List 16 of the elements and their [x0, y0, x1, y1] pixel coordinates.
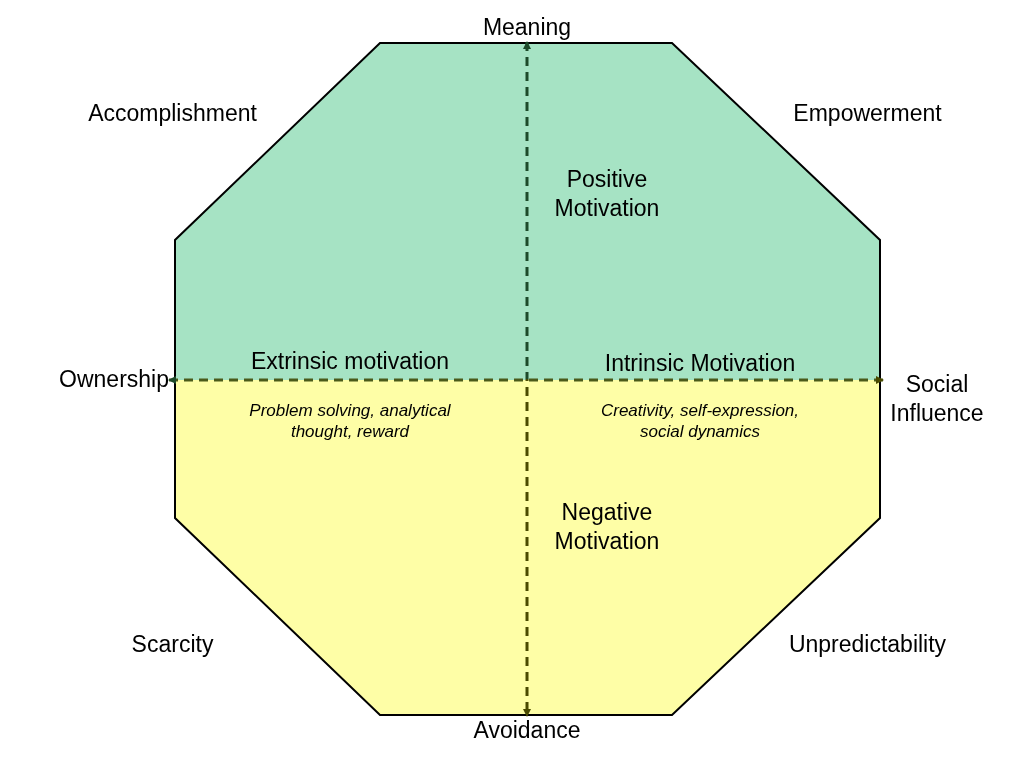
core-drive-label: Empowerment — [792, 99, 943, 128]
core-drive-label: Ownership — [8, 365, 169, 394]
section-label: Positive Motivation — [553, 165, 661, 223]
description-text: Creativity, self-expression, social dynamics — [599, 400, 801, 443]
dashed-arrow — [523, 41, 531, 717]
core-drive-label: Avoidance — [412, 716, 642, 745]
description-text: Problem solving, analytical thought, reward — [248, 400, 452, 443]
dashed-arrow — [168, 376, 884, 384]
core-drive-label: Unpredictability — [787, 630, 948, 659]
section-label: Negative Motivation — [553, 498, 661, 556]
core-drive-label: Meaning — [427, 13, 627, 42]
core-drive-label: Accomplishment — [87, 99, 258, 128]
core-drive-label: Social Influence — [883, 370, 991, 428]
core-drive-label: Scarcity — [130, 630, 215, 659]
section-label: Extrinsic motivation — [249, 347, 451, 376]
section-label: Intrinsic Motivation — [603, 349, 797, 378]
